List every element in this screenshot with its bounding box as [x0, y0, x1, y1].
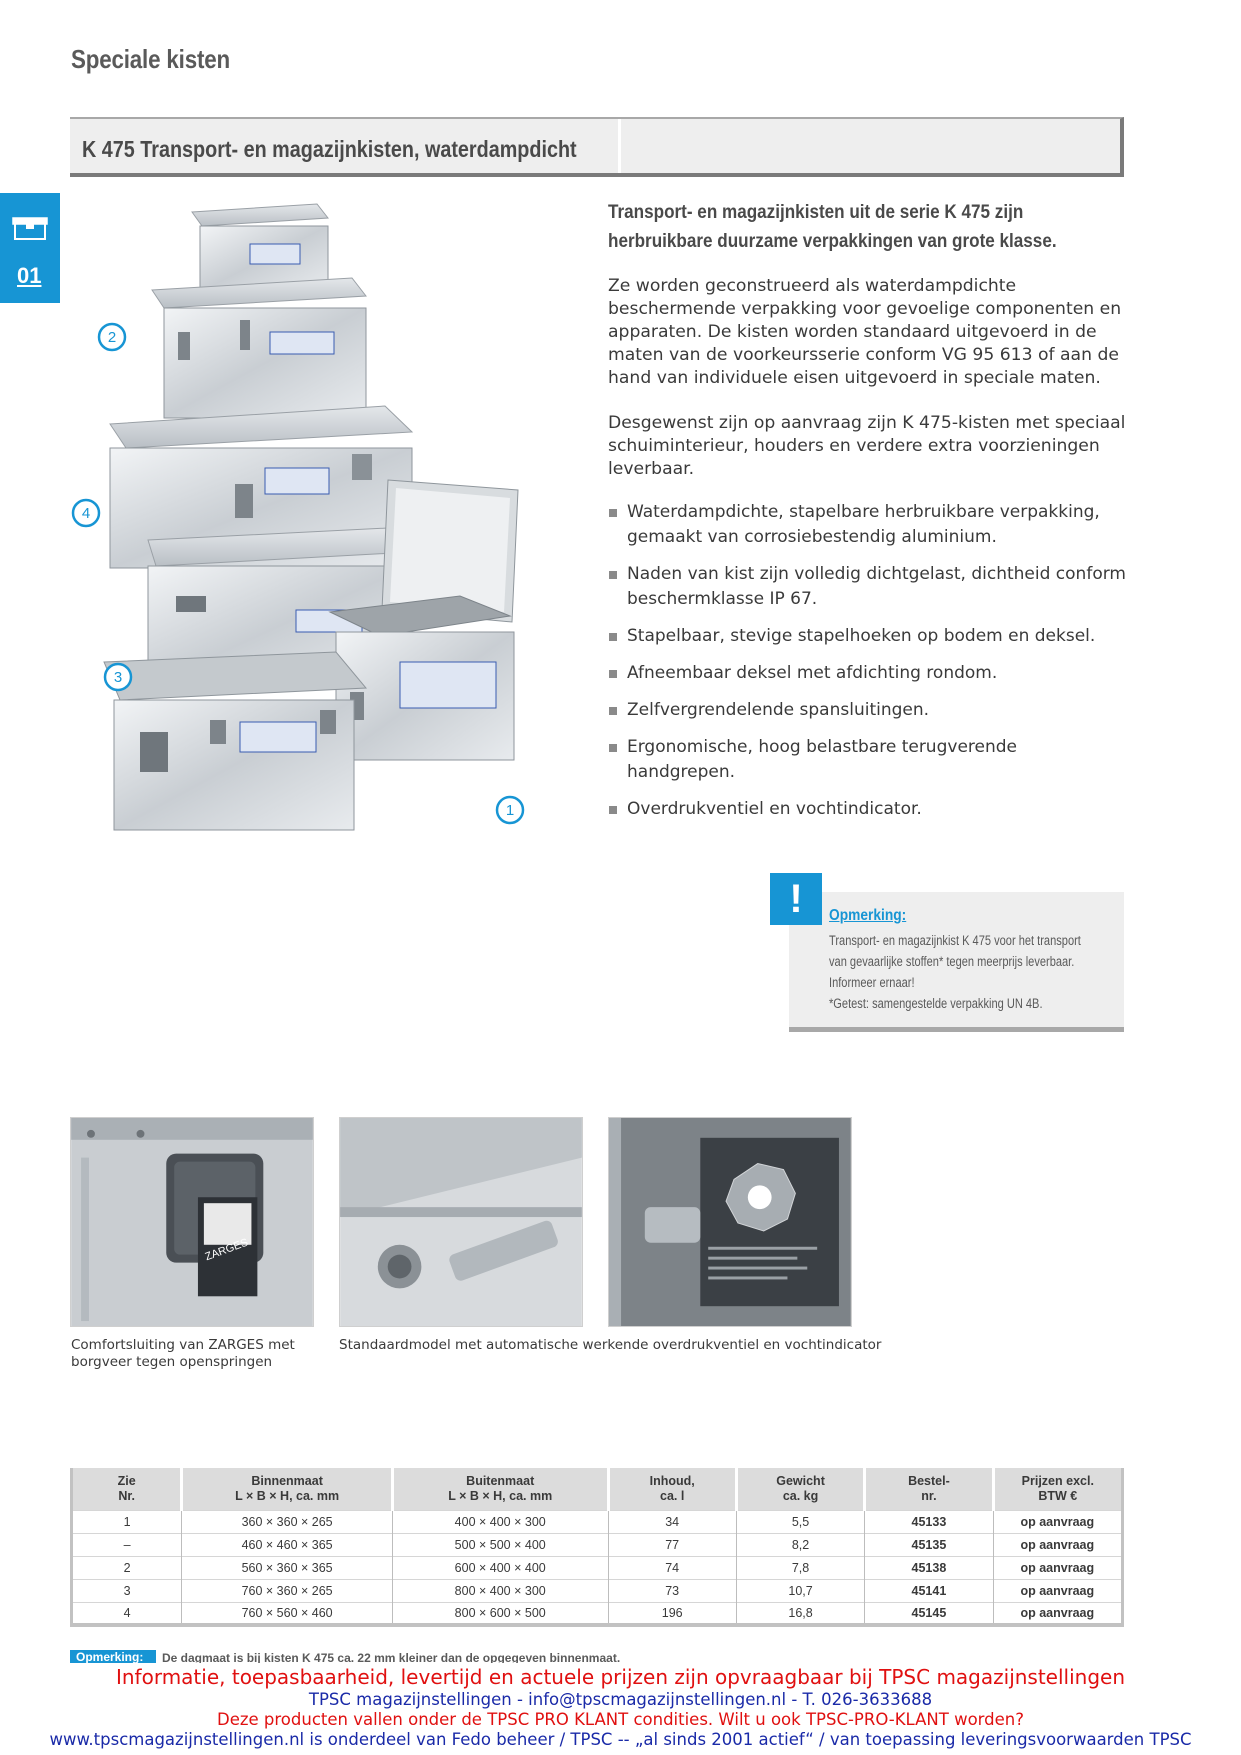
photo-valve [339, 1117, 583, 1327]
feature-item: Waterdampdichte, stapelbare herbruikbare… [608, 500, 1128, 550]
bullet-icon [609, 571, 617, 579]
intro-lead: Transport- en magazijnkisten uit de seri… [608, 202, 1057, 252]
section-header-title-panel: K 475 Transport- en magazijnkisten, wate… [70, 119, 621, 173]
caption-valve: Standaardmodel met automatische werkende… [339, 1337, 882, 1353]
feature-item: Ergonomische, hoog belastbare terugveren… [608, 735, 1128, 785]
note-line: Informeer ernaar! [829, 975, 915, 990]
remark-tag-label: Opmerking: [76, 1650, 144, 1663]
bullet-icon [609, 633, 617, 641]
footer-contact-line: TPSC magazijnstellingen - info@tpscmagaz… [308, 1690, 933, 1709]
note-box [789, 892, 1124, 1032]
product-image-boxes: 2 4 3 1 [71, 203, 525, 831]
feature-item: Overdrukventiel en vochtindicator. [608, 797, 1128, 822]
box-icon [12, 217, 48, 240]
bullet-icon [609, 806, 617, 814]
remark-tag: Opmerking: [70, 1650, 156, 1663]
page-title: Speciale kisten [71, 44, 231, 74]
callout-3: 3 [103, 662, 133, 692]
feature-item: Zelfvergrendelende spansluitingen. [608, 698, 1128, 723]
chapter-tab[interactable]: 01 [0, 193, 60, 303]
column-header: Inhoud,ca. l [608, 1468, 738, 1510]
feature-item: Afneembaar deksel met afdichting rondom. [608, 661, 1128, 686]
bullet-icon [609, 509, 617, 517]
exclamation-icon: ! [770, 873, 822, 925]
callout-4: 4 [71, 498, 101, 528]
intro-paragraph-1: Ze worden geconstrueerd als waterdampdic… [608, 276, 1122, 388]
callout-2: 2 [97, 322, 127, 352]
callout-label-3: 3 [114, 669, 122, 686]
column-header: Prijzen excl.BTW € [993, 1468, 1123, 1510]
photo-latch: ZARGES [70, 1117, 314, 1327]
callout-label-4: 4 [82, 505, 90, 522]
intro-paragraph-2: Desgewenst zijn op aanvraag zijn K 475-k… [608, 413, 1126, 479]
note-line: van gevaarlijke stoffen* tegen meerprijs… [829, 954, 1075, 969]
feature-list: Waterdampdichte, stapelbare herbruikbare… [608, 500, 1128, 834]
column-header: Bestel-nr. [864, 1468, 995, 1510]
footer-info-line: Informatie, toepasbaarheid, levertijd en… [115, 1665, 1126, 1689]
section-title: K 475 Transport- en magazijnkisten, wate… [82, 136, 577, 162]
bullet-icon [609, 670, 617, 678]
note-text: Transport- en magazijnkist K 475 voor he… [829, 930, 1091, 1014]
note-title: Opmerking: [829, 907, 907, 924]
footer: Informatie, toepasbaarheid, levertijd en… [0, 1664, 1241, 1750]
footer-company-line: www.tpscmagazijnstellingen.nl is onderde… [49, 1730, 1192, 1749]
bullet-icon [609, 707, 617, 715]
callout-label-1: 1 [506, 802, 514, 819]
callout-label-2: 2 [108, 329, 116, 346]
chapter-number: 01 [17, 263, 42, 288]
bullet-icon [609, 744, 617, 752]
feature-item: Stapelbaar, stevige stapelhoeken op bode… [608, 624, 1128, 649]
note-line: *Getest: samengestelde verpakking UN 4B. [829, 996, 1043, 1011]
feature-item: Naden van kist zijn volledig dichtgelast… [608, 562, 1128, 612]
callout-1: 1 [495, 795, 525, 825]
footer-proklant-line: Deze producten vallen onder de TPSC PRO … [216, 1710, 1025, 1729]
caption-latch: Comfortsluiting van ZARGES met borgveer … [71, 1337, 295, 1370]
remark-text: De dagmaat is bij kisten K 475 ca. 22 mm… [162, 1652, 621, 1663]
photo-indicator [608, 1117, 852, 1327]
note-line: Transport- en magazijnkist K 475 voor he… [829, 933, 1081, 948]
section-header: K 475 Transport- en magazijnkisten, wate… [70, 117, 1124, 177]
